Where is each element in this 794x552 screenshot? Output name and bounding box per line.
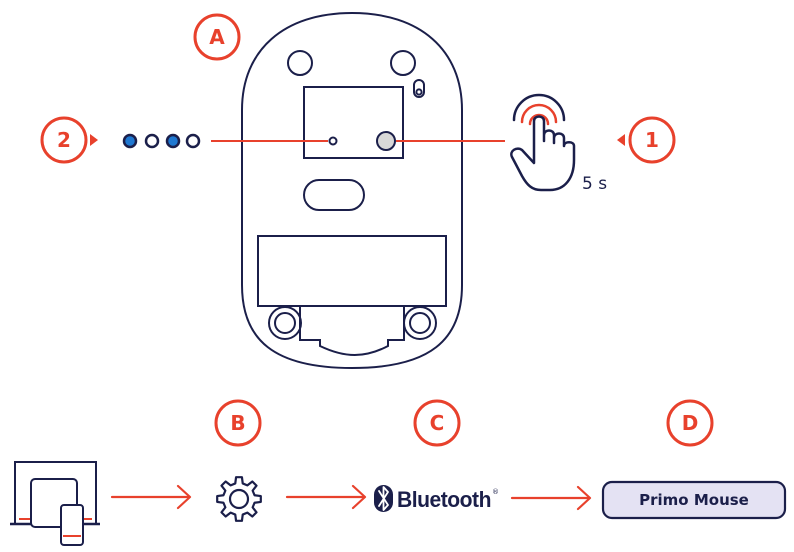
laptop-phone-icon [10,461,100,546]
step-c-badge: C [413,399,461,447]
power-switch [413,79,425,98]
led-3 [165,133,181,149]
battery-door-tab [299,306,405,356]
button-panel [303,86,404,159]
power-switch-knob [415,88,423,96]
gear-hub [228,488,250,510]
step-2-pointer [90,134,98,146]
bluetooth-label: Bluetooth [397,487,491,512]
press-duration: 5 s [582,174,607,194]
mouse-foot-bottom-left [268,306,302,340]
led-indicators [122,133,201,149]
led-2 [144,133,160,149]
mouse-foot-bottom-right [403,306,437,340]
device-name: Primo Mouse [639,491,749,509]
flow-arrow-3 [510,485,592,511]
step-b-badge: B [214,399,262,447]
step-2-callout: 2 [40,116,98,164]
gear-icon [216,476,262,522]
flow-arrow-2 [285,484,367,510]
step-a-label: A [209,25,225,49]
sensor-window [303,179,365,211]
step-2-label: 2 [57,128,71,152]
mouse-foot-bottom-left-inner [274,312,296,334]
step-1-callout: 1 [617,116,676,164]
step-b-label: B [230,411,245,435]
led-1 [122,133,138,149]
step-d-badge: D [666,399,714,447]
bluetooth-icon [374,485,393,512]
step-d-label: D [682,411,699,435]
mouse-foot-bottom-right-inner [409,312,431,334]
device-entry-box[interactable] [601,480,787,520]
hand-press-icon [510,93,576,192]
press-ripple-outer [512,93,566,122]
mouse-outline [241,11,463,370]
gear-outline [216,476,262,522]
bluetooth-rune [378,486,389,511]
press-ripple-inner [520,103,558,124]
connect-button [376,131,396,151]
mouse-foot-top-right [390,50,416,76]
press-ripple-core [528,113,550,126]
flow-arrow-1 [110,484,192,510]
led-4 [185,133,201,149]
mouse-bottom-view [241,11,463,370]
bluetooth-registered-mark: ® [492,488,499,496]
device-entry-primo-mouse[interactable]: Primo Mouse [601,480,787,520]
phone [60,504,84,546]
battery-door [257,235,447,307]
led-indicator-hole [328,136,338,146]
step-c-label: C [430,411,445,435]
step-a-badge: A [193,13,241,61]
step-1-pointer [617,134,625,146]
mouse-foot-top-left [287,50,313,76]
hand-shape [510,115,576,192]
step-1-label: 1 [645,128,659,152]
